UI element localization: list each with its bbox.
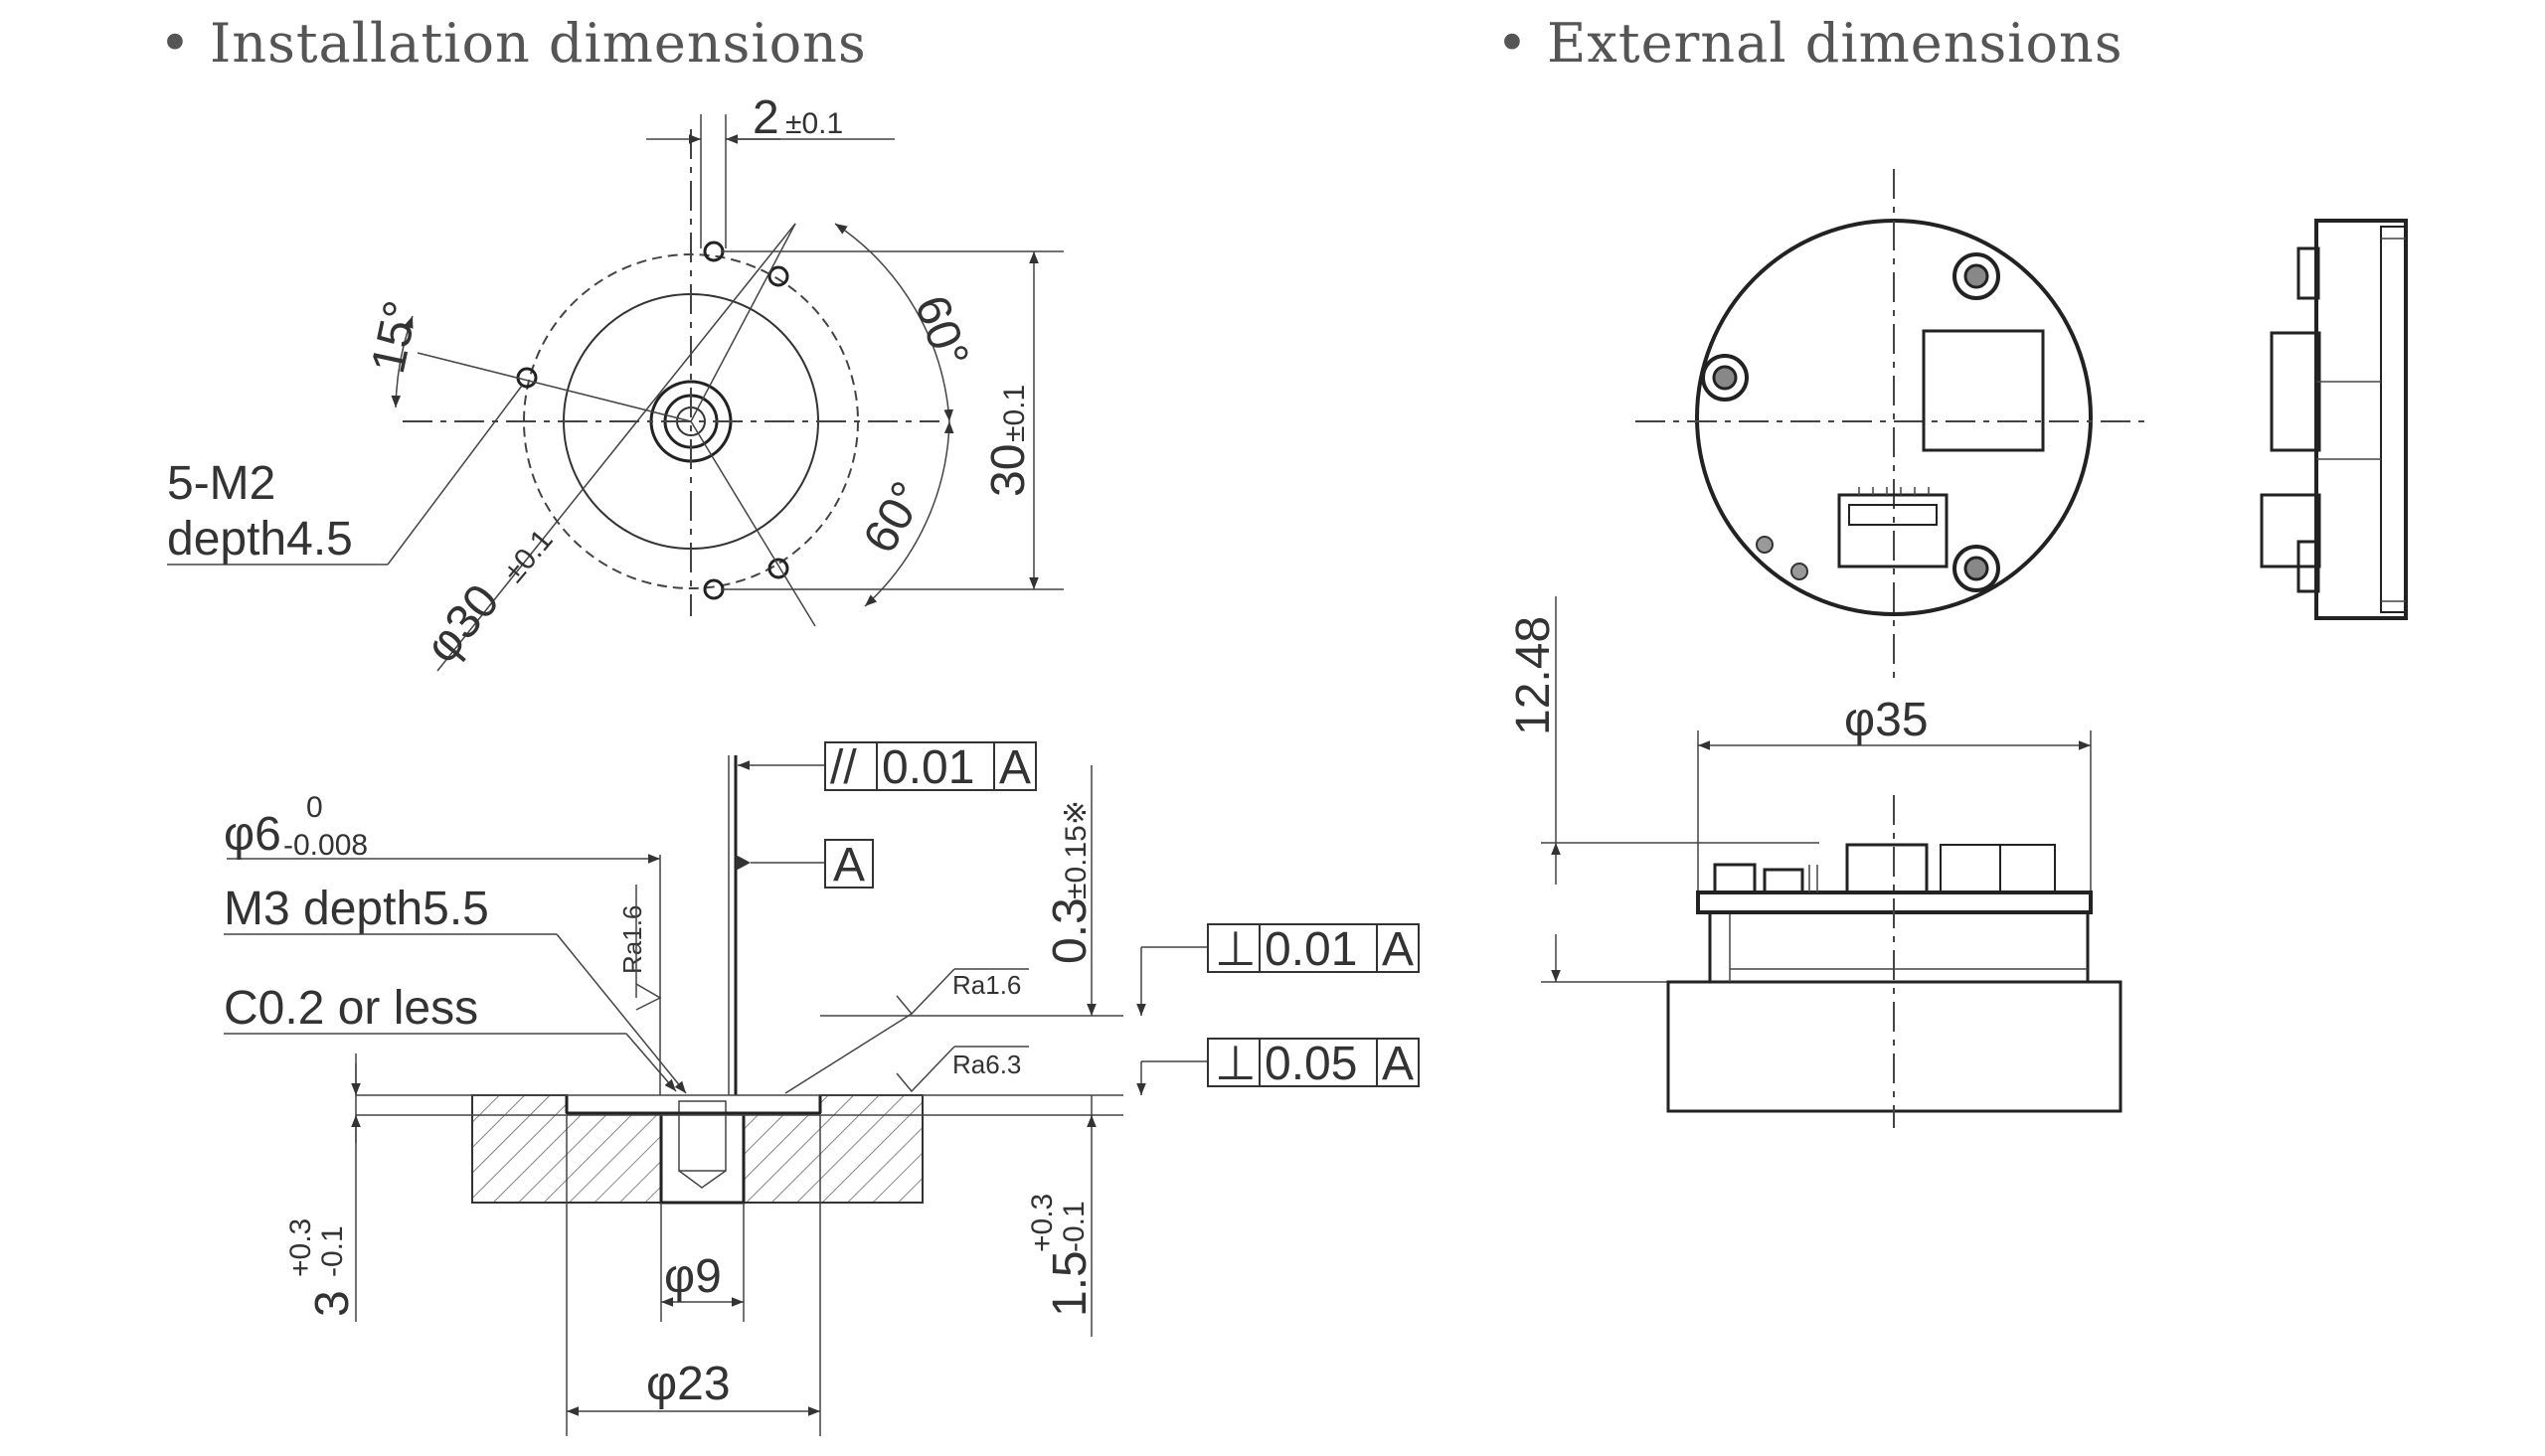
perp1-datum: A: [1382, 923, 1414, 976]
screw-top-right-outer: [1952, 252, 2000, 300]
side-rim: [2380, 226, 2407, 613]
encoder-housing: [1708, 910, 2090, 984]
screw-top-right-inner: [1963, 263, 1989, 289]
datum-label: A: [833, 839, 865, 891]
perp2-datum: A: [1382, 1038, 1414, 1090]
dim-2-tolerance: ±0.1: [785, 107, 843, 140]
connector: [1837, 493, 1949, 568]
component-left: [1713, 863, 1757, 894]
external-title: • External dimensions: [1496, 12, 2123, 75]
phi23-value: φ23: [646, 1358, 731, 1410]
mount-hole-bottom: [703, 578, 725, 600]
side-connector: [2260, 493, 2321, 568]
tap-hole: [678, 1100, 727, 1172]
holes-leader: [387, 385, 523, 566]
phi6-upper-tol: 0: [306, 791, 323, 824]
phi30-tolerance: ±0.1: [497, 524, 560, 589]
small-hole-1: [1756, 536, 1774, 554]
phi9-value: φ9: [664, 1250, 722, 1303]
perp2-symbol: ⊥: [1215, 1038, 1257, 1090]
dim-15-tol-lower: -0.1: [1058, 1201, 1091, 1252]
ra63-surface-symbol: [896, 1046, 955, 1093]
angle-60-top-arc: [834, 223, 953, 422]
parallel-symbol: //: [830, 741, 857, 794]
external-front-view: [1635, 169, 2147, 686]
mount-hole-upper-right: [767, 265, 789, 287]
installation-top-view: 2 ±0.1 15° 60° 60° 30 ±0.1 φ30 ±0.1 5-M2…: [167, 91, 1064, 673]
parallel-value: 0.01: [882, 741, 974, 794]
radial-line-lower: [690, 420, 816, 627]
phi6-lower-tol: -0.008: [283, 829, 368, 862]
component-right: [1940, 844, 2001, 893]
component-right-2: [1999, 844, 2056, 893]
c02-leader: [625, 1033, 677, 1092]
dim-30-tolerance: ±0.1: [998, 385, 1031, 442]
datum-box: [824, 839, 874, 889]
ra16-surface: Ra1.6: [952, 970, 1021, 1000]
dim-3-tol-upper: +0.3: [284, 1218, 317, 1277]
perp1-datum-box: [1376, 923, 1420, 973]
external-elevation-view: φ35 12.48: [1507, 596, 2122, 1128]
holes-label: 5-M2: [167, 457, 275, 510]
dim-2-value: 2: [753, 91, 779, 144]
phi6-value: φ6: [224, 808, 281, 861]
mount-hole-top: [703, 241, 725, 262]
ra16-shaft-symbol: [635, 983, 662, 1011]
dim-15-value: 1.5: [1044, 1250, 1097, 1317]
angle-60-bottom-label: 60°: [854, 473, 935, 562]
connector-pins: [1848, 504, 1938, 526]
external-side-view: [2260, 219, 2408, 620]
parallel-datum: A: [999, 741, 1031, 794]
dim-1248-value: 12.48: [1507, 616, 1560, 735]
dim-3-tol-lower: -0.1: [316, 1225, 349, 1277]
installation-section-view: φ6 0 -0.008 A // 0.01 A M3 depth5.5 Ra1.…: [224, 741, 1420, 1436]
screw-bottom-right-inner: [1963, 556, 1989, 581]
hatch-block-right: [743, 1094, 924, 1204]
m3-label: M3 depth5.5: [224, 883, 489, 935]
perp1-value: 0.01: [1265, 923, 1357, 976]
small-hole-2: [1790, 563, 1808, 580]
dim-03-value: 0.3: [1044, 897, 1097, 964]
ra16-surface-symbol: [896, 968, 955, 1016]
dim-3-value: 3: [306, 1290, 359, 1317]
perp1-symbol: ⊥: [1215, 923, 1257, 976]
c02-label: C0.2 or less: [224, 982, 478, 1035]
phi35-value: φ35: [1844, 694, 1929, 746]
tap-drill-point: [678, 1170, 727, 1189]
phi30-value: φ30: [416, 574, 510, 673]
side-body: [2314, 219, 2408, 620]
radial-line-upper: [690, 223, 796, 422]
screw-left-outer: [1701, 354, 1749, 402]
threaded-bore: [659, 1111, 746, 1205]
component-chip: [1845, 843, 1929, 894]
ra63-surface: Ra6.3: [952, 1050, 1021, 1079]
ra16-shaft: Ra1.6: [617, 905, 647, 974]
dim-30-value: 30: [982, 444, 1035, 497]
phi30-leader: [436, 223, 796, 672]
mount-hole-lower-right: [767, 558, 789, 579]
m3-leader: [556, 933, 687, 1094]
dim-15-tol-upper: +0.3: [1026, 1194, 1059, 1252]
datum-triangle: [736, 855, 751, 871]
perp2-datum-box: [1376, 1038, 1420, 1087]
holes-depth: depth4.5: [167, 513, 353, 566]
radial-line-left: [417, 352, 692, 422]
perp2-value: 0.05: [1265, 1038, 1357, 1090]
angle-15-label: 15°: [362, 296, 428, 378]
angle-60-top-label: 60°: [905, 289, 979, 375]
dim-03-tolerance: ±0.15※: [1060, 800, 1093, 899]
angle-60-bottom-arc: [864, 420, 954, 607]
parallel-datum-box: [993, 741, 1037, 791]
angle-15-arc: [391, 315, 414, 408]
component-left-2: [1763, 868, 1804, 894]
sensor-chip: [1922, 329, 2045, 452]
side-tab-top: [2296, 246, 2320, 300]
side-chip: [2270, 331, 2321, 452]
installation-title: • Installation dimensions: [159, 12, 867, 75]
screw-left-inner: [1712, 365, 1738, 391]
mount-hole-left: [516, 367, 538, 389]
screw-bottom-right-outer: [1952, 545, 2000, 592]
ra16-surface-leader: [784, 1013, 913, 1094]
